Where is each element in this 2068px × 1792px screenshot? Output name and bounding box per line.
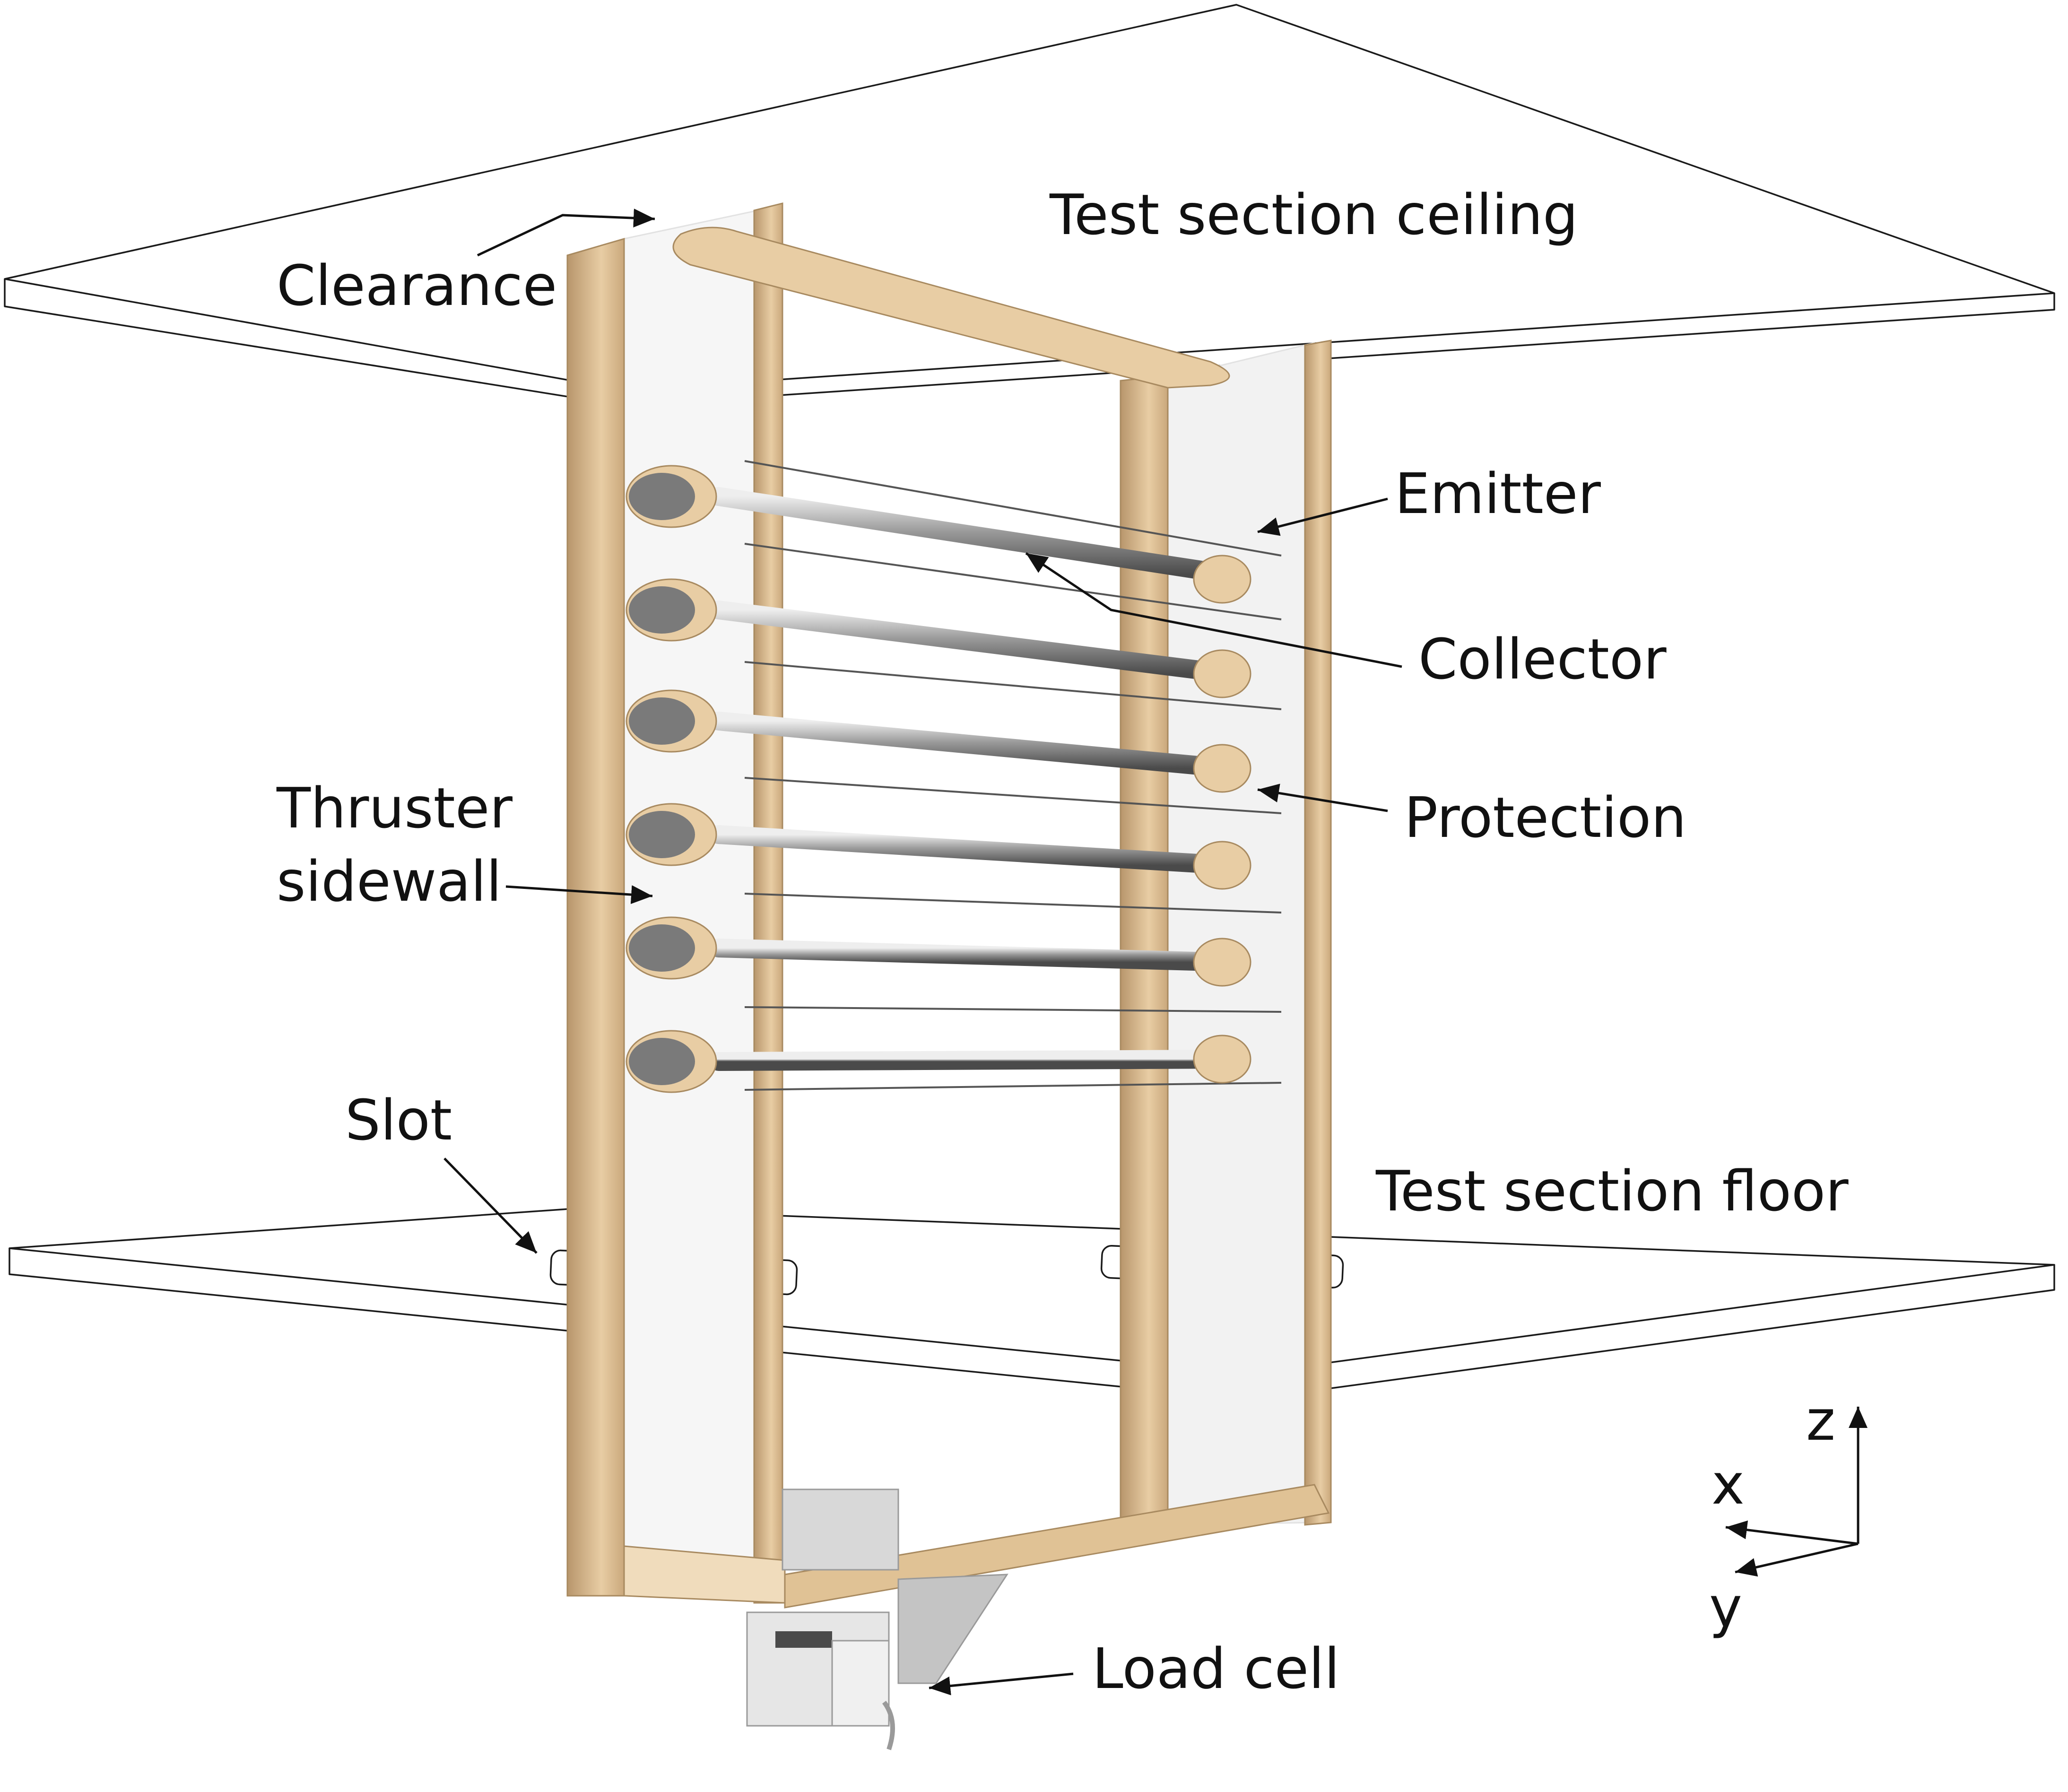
protection-cap (629, 924, 695, 972)
label-clearance: Clearance (277, 253, 557, 318)
protection-cap (629, 697, 695, 745)
x-axis-arrow (1725, 1520, 1859, 1545)
protection-cap (629, 1038, 695, 1085)
label-emitter: Emitter (1395, 461, 1601, 526)
sidewall-leader (505, 885, 653, 905)
protection-cap (629, 811, 695, 858)
collector-rod (709, 825, 1239, 875)
label-load-cell: Load cell (1092, 1636, 1340, 1701)
collector-leader (1025, 552, 1402, 668)
electrode-row-5 (626, 916, 1282, 1013)
slot-leader (443, 1157, 538, 1254)
protection-right (1193, 841, 1251, 890)
collector-rod (709, 600, 1239, 683)
frame (566, 202, 1332, 1609)
collector-rod (709, 487, 1239, 584)
labels: Test section ceiling Clearance Emitter C… (276, 182, 1849, 1701)
electrode-row-6 (626, 1030, 1282, 1093)
clearance-leader (477, 209, 655, 257)
label-sidewall-1: Thruster (276, 775, 513, 841)
electrode-row-1 (626, 460, 1282, 620)
label-floor: Test section floor (1375, 1158, 1849, 1224)
label-collector: Collector (1418, 626, 1667, 692)
electrode-assembly (626, 460, 1282, 1093)
electrode-row-4 (626, 803, 1282, 913)
label-sidewall-2: sidewall (277, 849, 502, 914)
load-cell (746, 1488, 1008, 1750)
emitter-wire (744, 460, 1282, 557)
protection-leader (1257, 783, 1388, 812)
protection-right (1193, 1035, 1251, 1084)
top-beam (672, 226, 1230, 389)
electrode-row-2 (626, 578, 1282, 710)
collector-rod (709, 712, 1239, 778)
load-cell-leader (929, 1672, 1074, 1696)
collector-rod (709, 1050, 1239, 1071)
floor-plate (9, 1207, 2055, 1401)
protection-right (1193, 744, 1251, 793)
coordinate-axes: z x y (1709, 1388, 1868, 1640)
label-slot: Slot (345, 1087, 452, 1153)
protection-cap (629, 586, 695, 634)
y-axis-label: y (1709, 1575, 1742, 1640)
post-right-outer (1304, 339, 1332, 1526)
post-left-inner (753, 202, 783, 1604)
label-ceiling: Test section ceiling (1049, 182, 1578, 247)
electrode-row-3 (626, 689, 1282, 814)
z-axis-label: z (1806, 1388, 1835, 1453)
post-left-outer (566, 238, 625, 1597)
protection-cap (629, 473, 695, 520)
protection-right (1193, 555, 1251, 604)
leaders (443, 209, 1402, 1696)
label-protection: Protection (1404, 785, 1686, 850)
x-axis-label: x (1712, 1452, 1745, 1517)
protection-right (1193, 938, 1251, 987)
protection-right (1193, 649, 1251, 698)
emitter-leader (1257, 497, 1388, 536)
collector-rod (709, 939, 1239, 972)
sidewall-right (1167, 342, 1315, 1526)
y-axis-arrow (1735, 1542, 1859, 1577)
